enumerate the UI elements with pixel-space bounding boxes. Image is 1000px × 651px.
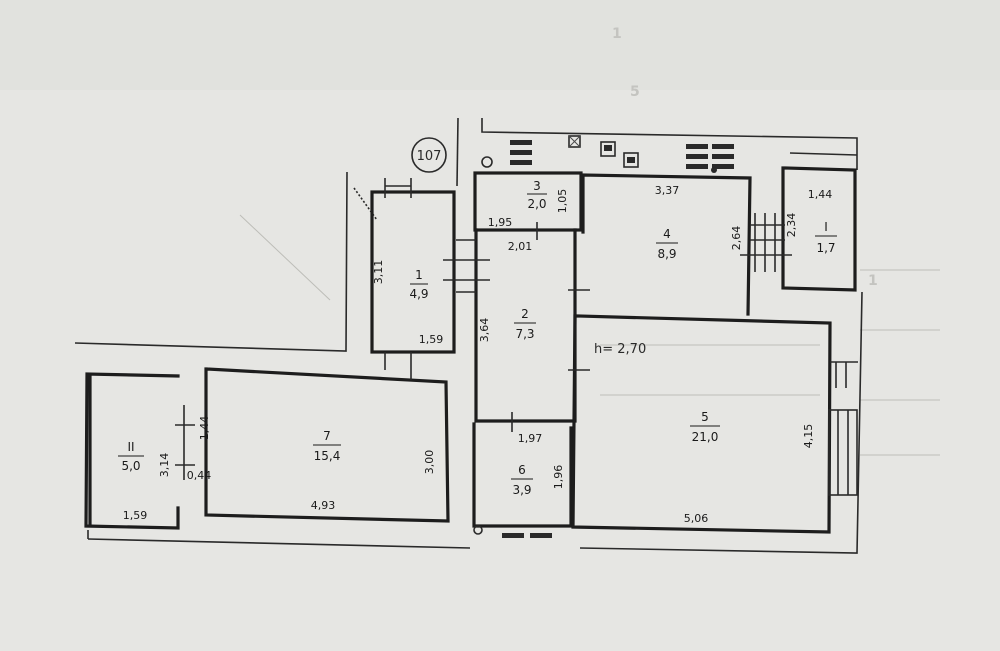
dim-balcony-II-width: 1,59 bbox=[123, 509, 148, 522]
svg-text:3,9: 3,9 bbox=[512, 483, 531, 497]
room-label-1: 1 4,9 bbox=[409, 268, 428, 301]
room-label-I: I 1,7 bbox=[815, 220, 837, 255]
room-3-walls bbox=[473, 171, 583, 232]
room-label-3: 3 2,0 bbox=[527, 179, 547, 211]
svg-text:4: 4 bbox=[663, 227, 671, 241]
svg-text:1,7: 1,7 bbox=[816, 241, 835, 255]
radiator-top-left bbox=[510, 140, 532, 165]
svg-text:1: 1 bbox=[868, 273, 878, 289]
dim-bath-height: 1,05 bbox=[556, 189, 569, 214]
dim-bath-width: 1,95 bbox=[488, 216, 513, 229]
svg-text:1: 1 bbox=[415, 268, 423, 282]
room-4-walls bbox=[581, 173, 752, 316]
house-number: 107 bbox=[417, 149, 442, 164]
kitchen-riser-icon bbox=[711, 167, 717, 173]
svg-text:2,0: 2,0 bbox=[527, 197, 546, 211]
stove-icon bbox=[600, 141, 616, 157]
room-label-II: II 5,0 bbox=[118, 440, 144, 473]
dim-kitchen-width: 3,37 bbox=[655, 184, 680, 197]
balcony-I-walls bbox=[781, 166, 857, 292]
svg-text:5: 5 bbox=[630, 84, 640, 100]
svg-text:15,4: 15,4 bbox=[314, 449, 341, 463]
radiator-bottom bbox=[502, 533, 552, 538]
room-1-walls bbox=[370, 190, 456, 354]
vent-icon bbox=[568, 135, 581, 148]
svg-text:5: 5 bbox=[701, 410, 709, 424]
svg-text:1: 1 bbox=[612, 26, 622, 42]
dimensions: 3,11 1,59 3,64 2,01 1,95 1,05 3,37 2,64 … bbox=[123, 184, 833, 525]
svg-text:2: 2 bbox=[521, 307, 529, 321]
room-label-4: 4 8,9 bbox=[656, 227, 678, 261]
dim-closet-height: 1,96 bbox=[552, 465, 565, 490]
room-label-5: 5 21,0 bbox=[690, 410, 720, 444]
room-label-6: 6 3,9 bbox=[511, 463, 533, 497]
dim-corridor-width: 2,01 bbox=[508, 240, 533, 253]
paper-shade bbox=[0, 0, 1000, 90]
room-7-walls bbox=[204, 367, 450, 523]
svg-text:3: 3 bbox=[533, 179, 541, 193]
dim-corridor-height: 3,64 bbox=[478, 318, 491, 343]
faint-marks: 1 5 1 bbox=[239, 26, 940, 456]
svg-text:4,9: 4,9 bbox=[409, 287, 428, 301]
dim-vestibule-height: 3,11 bbox=[372, 260, 385, 285]
room-label-2: 2 7,3 bbox=[514, 307, 536, 341]
walls bbox=[84, 166, 857, 534]
sink-icon bbox=[623, 152, 639, 168]
svg-text:8,9: 8,9 bbox=[657, 247, 676, 261]
ceiling-height: h= 2,70 bbox=[594, 342, 646, 357]
svg-text:5,0: 5,0 bbox=[121, 459, 140, 473]
dim-balcony-II-small: 0,44 bbox=[187, 469, 212, 482]
dim-kitchen-height: 2,64 bbox=[730, 226, 743, 251]
house-number-badge: 107 bbox=[411, 137, 447, 173]
door-marks bbox=[175, 178, 858, 496]
dim-balcony-II-height: 3,14 bbox=[158, 453, 171, 478]
svg-text:6: 6 bbox=[518, 463, 526, 477]
dim-balcony-II-door: 1,44 bbox=[198, 416, 211, 441]
room-label-7: 7 15,4 bbox=[313, 429, 341, 463]
fixtures bbox=[473, 135, 734, 538]
room-5-walls bbox=[571, 314, 832, 534]
dim-living-height: 4,15 bbox=[802, 424, 815, 449]
dim-balcony-I-height: 2,34 bbox=[785, 213, 798, 238]
dim-vestibule-width: 1,59 bbox=[419, 333, 444, 346]
svg-text:7,3: 7,3 bbox=[515, 327, 534, 341]
svg-text:21,0: 21,0 bbox=[692, 430, 719, 444]
dim-closet-width: 1,97 bbox=[518, 432, 543, 445]
dim-living-width: 5,06 bbox=[684, 512, 709, 525]
riser-bottom-icon bbox=[473, 525, 483, 535]
svg-text:II: II bbox=[127, 440, 134, 454]
dim-bedroom-width: 4,93 bbox=[311, 499, 336, 512]
room-6-walls bbox=[472, 422, 573, 528]
dim-balcony-I-width: 1,44 bbox=[808, 188, 833, 201]
riser-icon bbox=[481, 156, 493, 168]
balcony-II-walls bbox=[84, 372, 180, 530]
dim-bedroom-height: 3,00 bbox=[423, 450, 436, 475]
svg-text:7: 7 bbox=[323, 429, 331, 443]
svg-text:I: I bbox=[824, 220, 828, 234]
radiator-top-right bbox=[686, 144, 734, 169]
